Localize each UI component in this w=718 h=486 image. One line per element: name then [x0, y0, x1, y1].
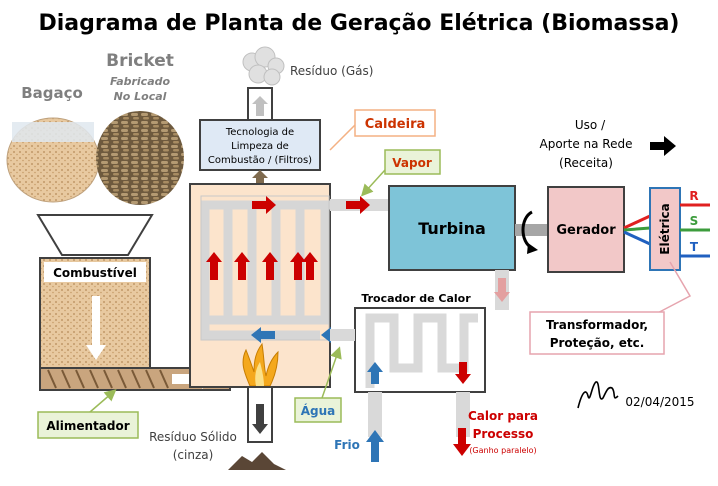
feeder-screw-thread — [47, 369, 169, 389]
filter-label-3: Combustão / (Filtros) — [208, 155, 312, 166]
hx-blue-up-arrow — [367, 362, 383, 384]
residuo-solido-label-2: (cinza) — [173, 448, 214, 462]
alimentador-label: Alimentador — [46, 419, 129, 433]
caldeira-label-box — [354, 109, 436, 137]
boiler-blue-arrow-1 — [251, 327, 275, 343]
transformador-pointer — [647, 261, 692, 319]
boiler-red-arrow-4 — [290, 252, 306, 280]
heat-exchanger-coils — [365, 313, 478, 388]
bagaco-photo-sky — [12, 122, 94, 142]
turbine-label: Turbina — [418, 219, 486, 238]
return-water-pipe — [330, 329, 355, 341]
steam-red-arrow — [346, 196, 370, 214]
bricket-label: Bricket — [106, 51, 174, 71]
hx-red-down-arrow — [455, 362, 471, 384]
residuo-solido-label-1: Resíduo Sólido — [149, 430, 237, 444]
gas-cloud — [242, 46, 285, 86]
feed-down-arrow — [86, 296, 106, 360]
residuo-gas-label: Resíduo (Gás) — [290, 64, 373, 78]
turbine-shaft — [515, 224, 548, 236]
bricket-subtitle-2: No Local — [114, 90, 167, 103]
boiler-tube-frame — [200, 195, 330, 341]
generator-box — [547, 186, 625, 273]
filter-label-1: Tecnologia de — [225, 127, 294, 138]
filter-box — [199, 119, 321, 171]
alimentador-label-box — [37, 411, 139, 439]
generator-label: Gerador — [556, 223, 616, 238]
phase-s-label: S — [690, 214, 699, 228]
electrical-label: Elétrica — [658, 203, 672, 254]
wire-green — [623, 226, 651, 232]
bagaco-label: Bagaço — [21, 84, 83, 102]
hopper-funnel — [36, 214, 154, 256]
transformador-label-2: Proteção, etc. — [550, 336, 645, 350]
date-label: 02/04/2015 — [625, 395, 694, 409]
ash-down-arrow — [252, 404, 268, 434]
calor-down-arrow — [453, 428, 471, 456]
agua-pointer — [321, 346, 342, 399]
boiler-tube-bank — [200, 200, 345, 340]
filter-label-2: Limpeza de — [231, 141, 289, 152]
calor-label-2: Processo — [473, 427, 534, 441]
boiler-red-arrow-3 — [262, 252, 278, 280]
agua-label-box — [294, 397, 342, 423]
vapor-label: Vapor — [392, 156, 432, 170]
rotation-arrowhead — [527, 243, 538, 254]
boiler-red-arrow-top — [252, 196, 276, 214]
trocador-label: Trocador de Calor — [361, 292, 471, 305]
flame-icon — [242, 342, 279, 387]
boiler-red-arrow-5 — [302, 252, 318, 280]
wire-blue — [623, 230, 651, 246]
hot-outlet-pipe — [456, 392, 470, 437]
author-signature — [577, 381, 619, 409]
alimentador-pointer — [89, 389, 117, 413]
uso-label-1: Uso / — [575, 118, 606, 132]
wire-red — [623, 214, 651, 230]
transformador-label-box — [529, 311, 665, 355]
vapor-pointer — [360, 169, 386, 197]
chimney-up-arrow — [252, 96, 268, 116]
caldeira-label: Caldeira — [365, 117, 426, 132]
uso-label-2: Aporte na Rede — [540, 137, 633, 151]
frio-up-arrow — [366, 430, 384, 462]
calor-label-1: Calor para — [468, 409, 538, 423]
frio-label: Frio — [334, 438, 360, 452]
bricket-subtitle-1: Fabricado — [110, 75, 171, 88]
uso-label-3: (Receita) — [559, 156, 613, 170]
uso-right-arrow — [650, 136, 676, 156]
flue-up-arrow — [252, 170, 268, 184]
caldeira-pointer — [329, 124, 356, 151]
transformador-label-1: Transformador, — [546, 318, 648, 332]
bricket-photo — [96, 111, 184, 205]
turbine-box — [388, 185, 516, 271]
boiler-red-arrow-2 — [234, 252, 250, 280]
vapor-label-box — [384, 149, 441, 175]
boiler-red-arrow-1 — [206, 252, 222, 280]
cold-inlet-pipe — [368, 392, 382, 437]
phase-r-label: R — [689, 189, 698, 203]
exhaust-down-arrow — [494, 278, 510, 302]
combustivel-label-bg — [44, 262, 146, 282]
phase-t-label: T — [690, 240, 699, 254]
diagram-title: Diagrama de Planta de Geração Elétrica (… — [39, 11, 680, 36]
agua-label: Água — [301, 403, 336, 418]
calor-label-3: (Ganho paralelo) — [469, 446, 536, 455]
combustivel-label: Combustível — [53, 266, 137, 280]
ash-pile — [228, 452, 286, 470]
